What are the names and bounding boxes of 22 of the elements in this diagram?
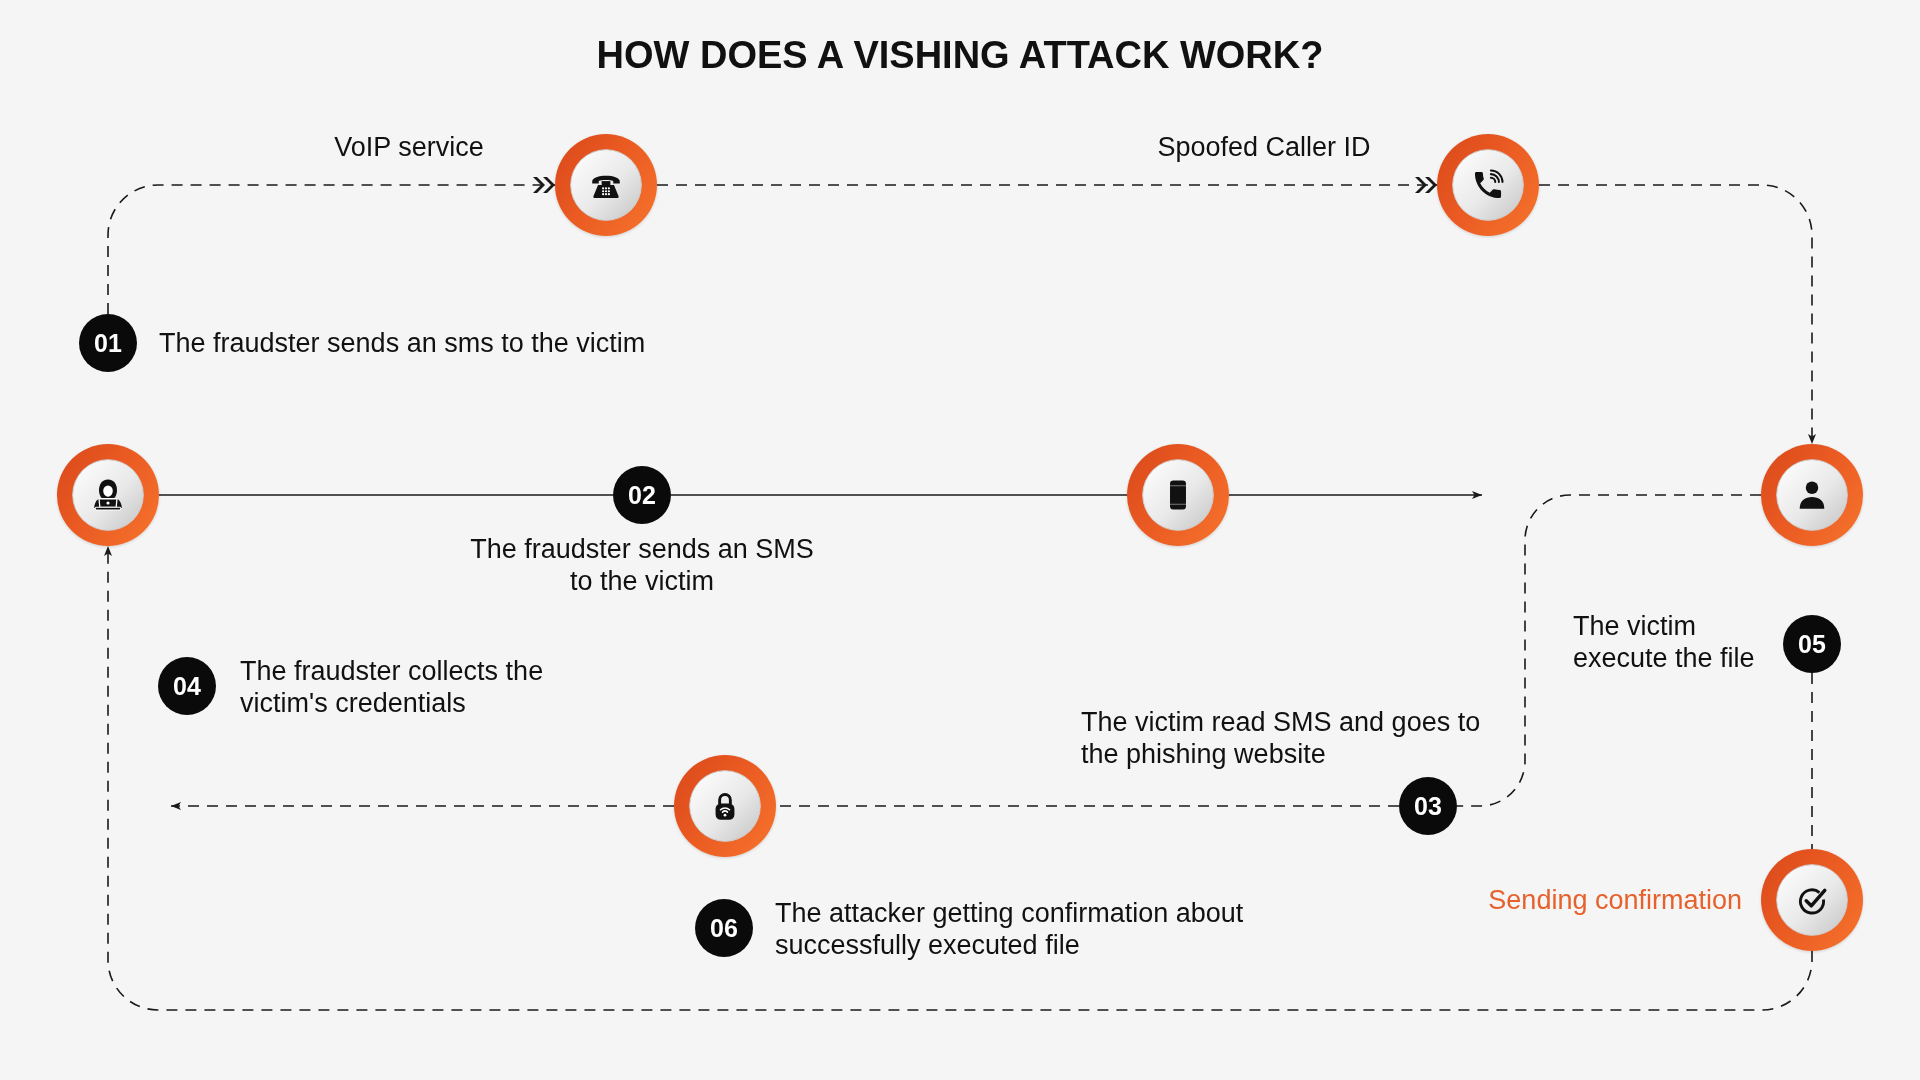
arrow bbox=[1228, 491, 1483, 499]
number-badge: 06 bbox=[695, 899, 753, 957]
number-badge: 05 bbox=[1783, 615, 1841, 673]
number-badge: 03 bbox=[1399, 777, 1457, 835]
connector-line bbox=[158, 494, 614, 496]
number-badge: 02 bbox=[613, 466, 671, 524]
step-description: The victim read SMS and goes to the phishing website bbox=[1081, 706, 1482, 770]
step-description: The attacker getting confirmation about successfully executed file bbox=[775, 897, 1245, 961]
connector-line bbox=[670, 494, 1128, 496]
step-description: The fraudster collects the victim's credentials bbox=[240, 655, 545, 719]
arrow bbox=[104, 545, 1813, 1011]
step-description: The fraudster sends an sms to the victim bbox=[159, 327, 646, 359]
step-description: The fraudster sends an SMS to the victim bbox=[469, 533, 815, 597]
connector-line bbox=[1811, 672, 1813, 850]
caption-text: Sending confirmation bbox=[1488, 884, 1742, 916]
connector-line bbox=[1456, 494, 1762, 807]
diagram-title: HOW DOES A VISHING ATTACK WORK? bbox=[596, 33, 1324, 77]
number-badge: 01 bbox=[79, 314, 137, 372]
number-badge: 04 bbox=[158, 657, 216, 715]
arrow bbox=[1538, 184, 1816, 445]
step-description: The victim execute the file bbox=[1573, 610, 1756, 674]
arrow bbox=[170, 802, 675, 810]
